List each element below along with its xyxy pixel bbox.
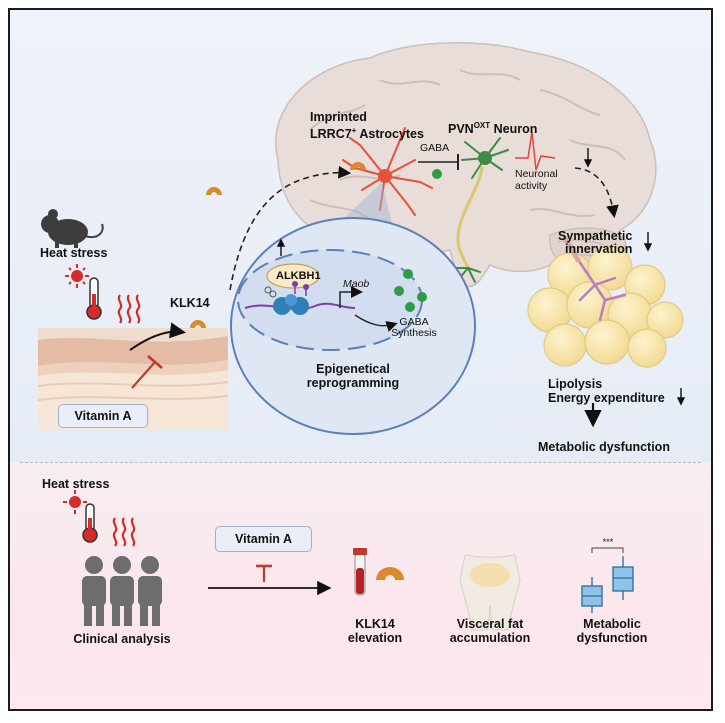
astrocyte-cell xyxy=(342,127,433,216)
gaba-synthesis-line2: Synthesis xyxy=(391,327,437,339)
people-group-icon xyxy=(82,556,162,626)
gaba-molecule-3 xyxy=(417,292,427,302)
astrocytes-label-line2: LRRC7+ Astrocytes xyxy=(310,124,424,141)
maob-to-gaba-arrow xyxy=(354,314,398,332)
sun-icon-bottom xyxy=(63,490,87,514)
epigenetical-line2: reprogramming xyxy=(306,376,400,390)
astrocytes-label-line1: Imprinted xyxy=(310,110,367,124)
mouse-icon xyxy=(41,209,104,248)
klk14-elevation-line1: KLK14 xyxy=(355,617,395,631)
diagram-graphics xyxy=(37,42,686,631)
neuronal-activity-line2: activity xyxy=(515,180,548,192)
adipose-tissue xyxy=(527,245,684,368)
panel-divider xyxy=(20,462,701,463)
visceral-fat-line2: accumulation xyxy=(449,631,531,645)
gaba-dot xyxy=(432,169,442,179)
visceral-fat-line1: Visceral fat xyxy=(456,617,524,631)
nerve-bundle xyxy=(562,235,581,263)
thermometer-icon-bottom xyxy=(82,503,98,543)
neuronal-activity-trace xyxy=(515,131,556,171)
vitamin-a-inhibition-bar xyxy=(147,355,163,369)
skin-secretion-arrow xyxy=(129,322,186,351)
gaba-molecule-2 xyxy=(394,286,404,296)
sun-icon xyxy=(65,264,89,288)
vitamin-a-box-bottom: Vitamin A xyxy=(215,526,312,552)
pvn-sup: OXT xyxy=(473,121,491,130)
gaba-synthesis-line1: GABA xyxy=(399,316,429,328)
neuron-to-fat-arrow xyxy=(574,167,619,219)
visceral-fat-body-icon xyxy=(459,554,521,631)
pvn-neuron-label: PVNOXT Neuron xyxy=(448,119,537,136)
epigenetical-line1: Epigenetical xyxy=(316,362,390,376)
sympathetic-line2: innervation xyxy=(565,242,633,256)
metabolic-dysfunction-bottom-line2: dysfunction xyxy=(576,631,648,645)
alkbh1-label: ALKBH1 xyxy=(276,270,321,282)
pvn-prefix: PVN xyxy=(448,122,474,137)
klk14-elevation-line2: elevation xyxy=(347,631,403,645)
significance-stars: *** xyxy=(602,537,614,547)
heat-stress-bottom-label: Heat stress xyxy=(42,477,110,491)
alkbh1-oval xyxy=(266,263,320,289)
pvn-suffix: Neuron xyxy=(490,122,538,137)
heat-stress-label: Heat stress xyxy=(40,246,108,260)
astrocytes-label-prefix: LRRC7 xyxy=(310,127,352,142)
pvn-neuron-cell xyxy=(454,137,509,283)
astrocytes-label-sup: + xyxy=(351,126,357,135)
klk14-label: KLK14 xyxy=(170,296,210,310)
klk14-protein-bottom xyxy=(376,567,404,580)
maob-label: Maob xyxy=(343,278,370,290)
gaba-molecule-1 xyxy=(403,269,413,279)
dna-nucleosomes xyxy=(244,281,356,315)
gaba-label: GABA xyxy=(420,142,450,154)
klk14-protein-at-astrocyte xyxy=(350,162,366,170)
boxplot-icon xyxy=(581,547,634,613)
clinical-analysis-label: Clinical analysis xyxy=(73,632,171,646)
heat-waves-icon xyxy=(117,294,141,324)
neuronal-activity-line1: Neuronal xyxy=(515,168,558,180)
astrocytes-label-suffix: Astrocytes xyxy=(356,127,424,142)
metabolic-dysfunction-bottom-line1: Metabolic xyxy=(583,617,641,631)
thermometer-icon xyxy=(86,277,102,320)
lipolysis-label: Lipolysis xyxy=(548,377,603,391)
klk14-protein-at-skin xyxy=(190,320,206,328)
heat-waves-icon-bottom xyxy=(112,517,136,547)
blood-tube-icon xyxy=(353,548,367,596)
metabolic-dysfunction-top-label: Metabolic dysfunction xyxy=(538,440,670,454)
vitamin-a-box-top: Vitamin A xyxy=(58,404,148,428)
vitamin-a-inhibition-line xyxy=(131,361,156,389)
decrease-arrows xyxy=(276,148,686,406)
maob-transcription-arrow xyxy=(339,286,363,308)
gaba-molecule-4 xyxy=(405,302,415,312)
figure-frame: Heat stress Vitamin A KLK14 Imprinted LR… xyxy=(8,8,713,711)
sympathetic-nerve-branches xyxy=(573,253,627,322)
sympathetic-line1: Sympathetic xyxy=(558,229,633,243)
klk14-protein-circulating xyxy=(206,187,222,195)
energy-expenditure-label: Energy expenditure xyxy=(548,391,665,405)
